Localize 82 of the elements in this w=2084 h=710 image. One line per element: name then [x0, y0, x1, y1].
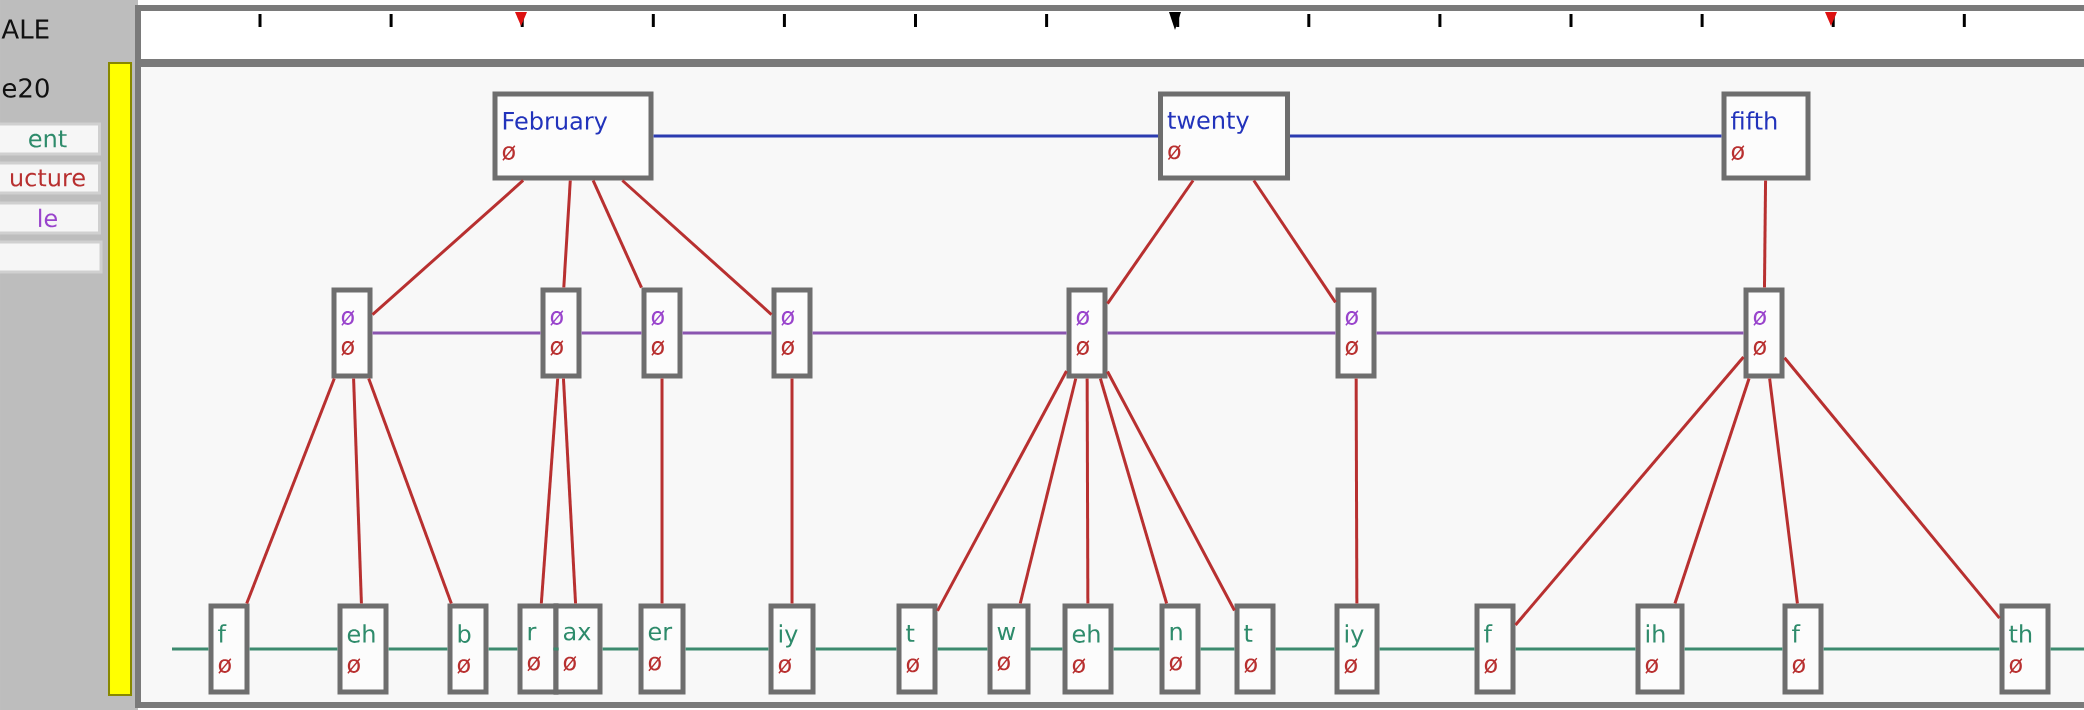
connector-line: [1107, 331, 1336, 335]
track-label: le: [0, 201, 101, 235]
phone-box: eh ø: [337, 603, 389, 695]
track-label: ent: [0, 122, 101, 156]
phone-box: b ø: [447, 603, 489, 695]
connector-line: [561, 378, 578, 604]
panel-label: ALE: [1, 19, 49, 39]
connector-line: [1515, 647, 1636, 651]
connector-line: [1684, 647, 1783, 651]
connector-line: [388, 647, 448, 651]
connector-line: [1106, 179, 1195, 305]
connector-line: [1085, 378, 1090, 604]
connector-line: [539, 378, 560, 604]
connector-line: [372, 331, 541, 335]
connector-line: [581, 331, 642, 335]
connector-line: [1200, 647, 1235, 651]
connector-line: [812, 331, 1067, 335]
connector-line: [936, 370, 1068, 612]
connector-line: [371, 179, 525, 316]
syllable-box: ø ø: [641, 287, 683, 379]
phone-box: f ø: [1782, 603, 1824, 695]
connector-line: [245, 377, 336, 605]
phone-box: t ø: [896, 603, 938, 695]
connector-line: [367, 377, 453, 604]
syllable-box: ø ø: [540, 287, 582, 379]
connector-line: [1018, 378, 1078, 604]
connector-line: [1768, 378, 1799, 604]
phone-box: f ø: [1474, 603, 1516, 695]
connector-line: [1673, 378, 1751, 604]
panel-label: e20: [2, 78, 49, 98]
connector-line: [602, 647, 639, 651]
phone-box: f ø: [208, 603, 250, 695]
word-box: February ø: [492, 91, 654, 181]
word-box: fifth ø: [1721, 91, 1811, 181]
connector-line: [562, 180, 572, 288]
connector-line: [815, 647, 897, 651]
phone-box: eh ø: [1062, 603, 1114, 695]
syllable-box: ø ø: [331, 287, 373, 379]
syllable-box: ø ø: [1335, 287, 1377, 379]
connector-line: [621, 179, 773, 316]
connector-line: [591, 179, 643, 289]
connector-line: [1252, 179, 1337, 304]
connector-line: [2050, 647, 2084, 651]
phone-box: t ø: [1234, 603, 1276, 695]
phone-box: th ø: [1999, 603, 2051, 695]
connector-line: [1354, 378, 1359, 604]
connector-line: [249, 647, 338, 651]
connector-line: [660, 378, 664, 604]
connector-line: [937, 647, 988, 651]
connector-line: [553, 647, 559, 651]
syllable-box: ø ø: [1743, 287, 1785, 379]
connector-line: [1106, 370, 1236, 612]
phone-box: iy ø: [1334, 603, 1380, 695]
connector-line: [1514, 356, 1745, 626]
phone-box: er ø: [638, 603, 686, 695]
connector-line: [352, 378, 363, 604]
connector-line: [1762, 180, 1768, 288]
connector-line: [790, 378, 794, 604]
connector-line: [172, 647, 209, 651]
phone-box: n ø: [1159, 603, 1201, 695]
phone-box: w ø: [987, 603, 1031, 695]
connector-line: [1290, 134, 1722, 138]
connector-line: [488, 647, 518, 651]
syllable-box: ø ø: [771, 287, 813, 379]
phone-box: iy ø: [768, 603, 816, 695]
connector-line: [1376, 331, 1744, 335]
connector-line: [1379, 647, 1475, 651]
connector-line: [1823, 647, 2000, 651]
connector-line: [1030, 647, 1063, 651]
connector-line: [1113, 647, 1160, 651]
phone-box: ih ø: [1635, 603, 1685, 695]
connector-line: [685, 647, 769, 651]
syllable-box: ø ø: [1066, 287, 1108, 379]
connector-line: [1783, 356, 2001, 620]
phone-box: ax ø: [553, 603, 603, 695]
word-box: twenty ø: [1158, 91, 1290, 181]
phone-box: r ø: [517, 603, 559, 695]
connector-line: [653, 134, 1158, 138]
track-label: ucture: [0, 161, 101, 195]
connector-line: [1098, 378, 1169, 604]
connector-line: [1275, 647, 1335, 651]
connector-line: [682, 331, 772, 335]
